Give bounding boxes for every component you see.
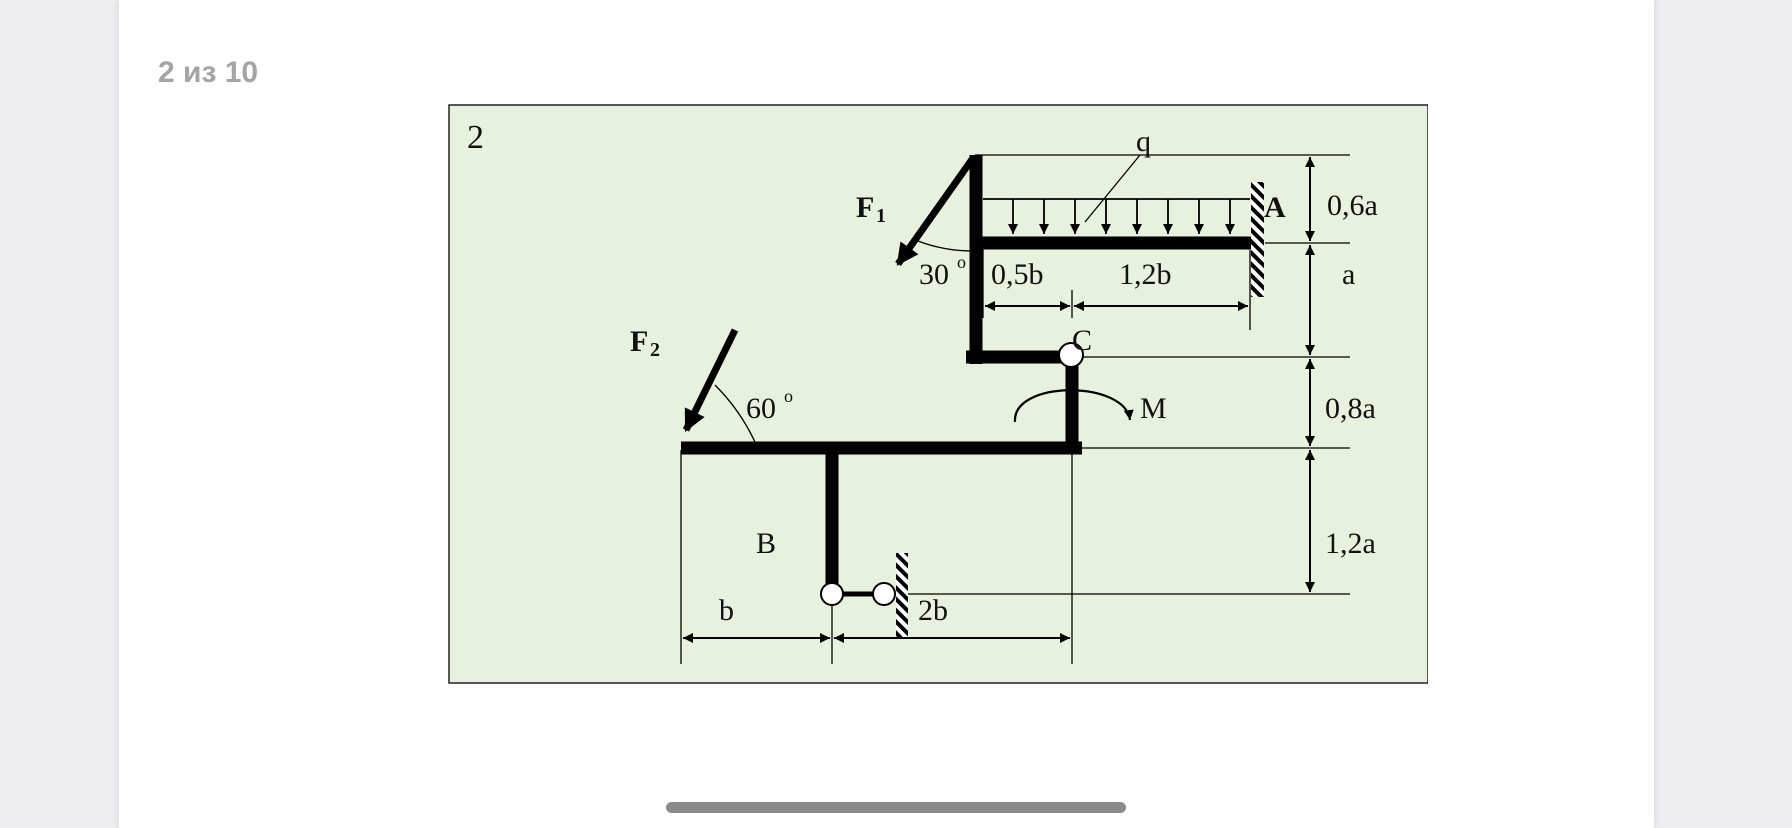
dim-label-0-5b: 0,5b	[991, 258, 1044, 291]
dim-label-a: a	[1342, 258, 1355, 291]
svg-text:30: 30	[919, 258, 949, 291]
dim-label-2b: 2b	[918, 594, 948, 627]
frame-members	[681, 155, 1254, 594]
svg-text:F: F	[630, 325, 648, 358]
hinge-c	[1058, 342, 1084, 368]
svg-text:o: o	[784, 386, 793, 406]
problem-number: 2	[467, 119, 484, 156]
moment-m-arrow	[1013, 389, 1134, 423]
force-f1-arrow	[895, 155, 976, 267]
page-counter: 2 из 10	[158, 56, 259, 89]
dim-label-1-2a: 1,2a	[1325, 527, 1376, 560]
hinge-b-right	[872, 582, 896, 606]
dim-label-0-8a: 0,8a	[1325, 392, 1376, 425]
home-indicator-bar[interactable]	[666, 802, 1126, 813]
dim-label-1-2b: 1,2b	[1119, 258, 1172, 291]
svg-text:1: 1	[876, 205, 886, 227]
label-b: B	[756, 527, 776, 560]
horizontal-dimension-arrows	[683, 301, 1248, 643]
svg-text:F: F	[856, 191, 874, 224]
svg-text:2: 2	[650, 339, 660, 361]
svg-text:o: o	[957, 252, 966, 272]
dim-label-0-6a: 0,6a	[1327, 189, 1378, 222]
distributed-load-q	[983, 198, 1250, 234]
mechanics-diagram: 2	[448, 104, 1428, 684]
label-f1: F 1	[856, 191, 886, 227]
label-a: A	[1264, 191, 1286, 224]
force-f2-arrow	[682, 328, 739, 432]
label-m: M	[1140, 392, 1167, 425]
label-q: q	[1136, 125, 1151, 158]
fixed-support-b	[896, 553, 908, 637]
svg-text:60: 60	[746, 392, 776, 425]
label-f2: F 2	[630, 325, 660, 361]
fixed-support-a	[1251, 182, 1264, 297]
dim-label-b: b	[719, 594, 734, 627]
label-c: C	[1072, 324, 1092, 357]
angle-60-label: 60 o	[746, 386, 793, 425]
angle-30-label: 30 o	[919, 252, 966, 291]
hinge-b-left	[820, 582, 844, 606]
